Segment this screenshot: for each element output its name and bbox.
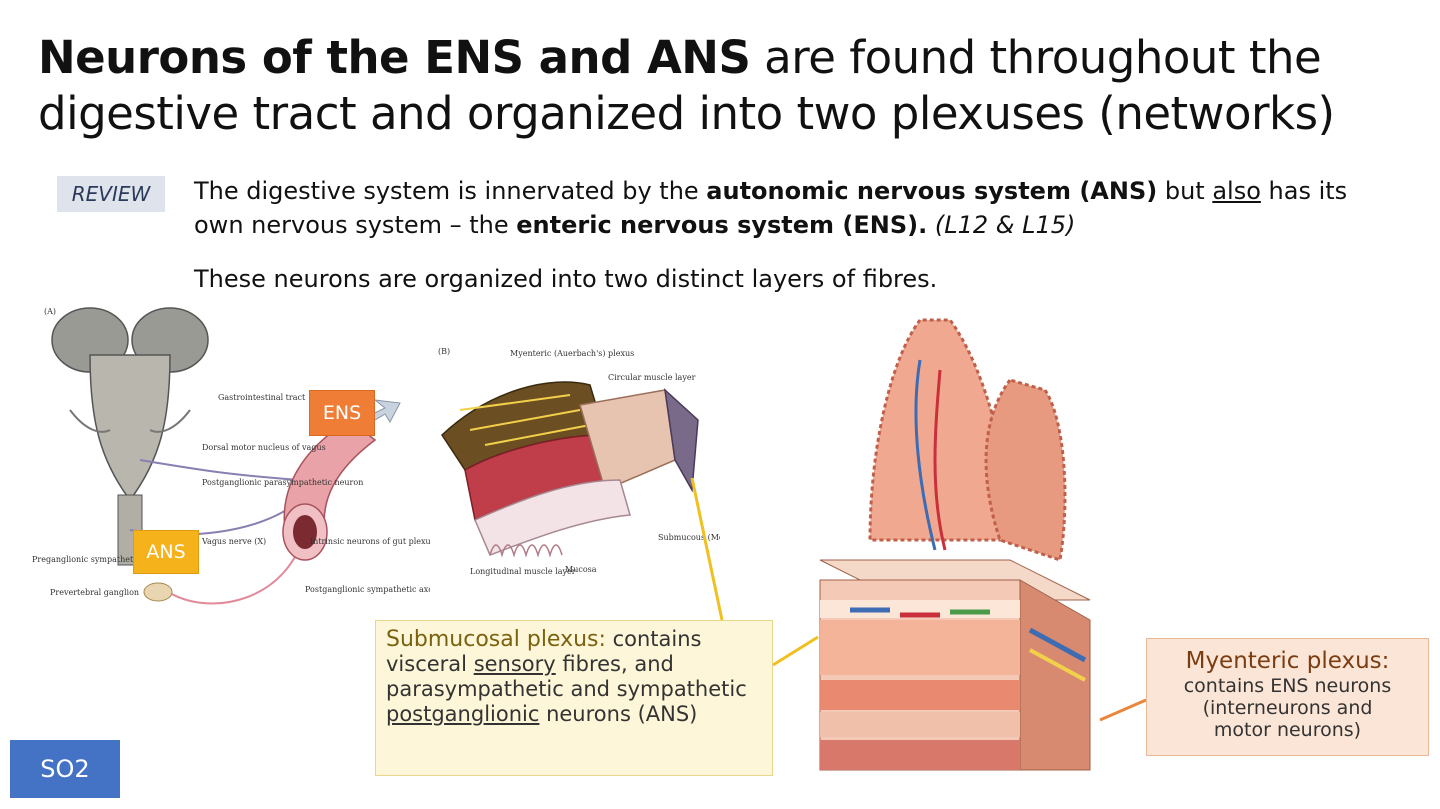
- figure-a-panel-label: (A): [44, 307, 56, 316]
- submucosal-postganglionic: postganglionic: [386, 702, 540, 726]
- figure-c-villus-cross-section: [819, 318, 1091, 771]
- submucosal-text-1: contains visceral: [386, 627, 702, 676]
- figure-b-gut-wall-layers: (B) Myenteric (Auerbach's) plexus Circul…: [438, 347, 720, 576]
- label-circular: Circular muscle layer: [608, 373, 696, 382]
- label-postganglionic-symp: Postganglionic sympathetic axon: [305, 585, 430, 594]
- label-mucosa: Mucosa: [565, 565, 597, 574]
- prevertebral-ganglion: [143, 582, 173, 602]
- para1-ans-term: autonomic nervous system (ANS): [706, 177, 1158, 205]
- submucosal-sensory: sensory: [473, 652, 556, 676]
- villus-left: [868, 318, 1012, 542]
- ans-label: ANS: [133, 530, 199, 574]
- layers-paragraph: These neurons are organized into two dis…: [194, 265, 938, 293]
- figure-b-panel-label: (B): [438, 347, 450, 356]
- para1-lecture-ref: (L12 & L15): [927, 211, 1076, 239]
- brainstem: [89, 354, 171, 502]
- myenteric-line-2: (interneurons and: [1202, 697, 1373, 719]
- myenteric-plexus-callout: Myenteric plexus: contains ENS neurons (…: [1146, 638, 1429, 756]
- figure-a-innervation-diagram: (A) Gastrointestinal tract Dorsal motor …: [32, 307, 430, 605]
- title-rest: are found throughout the digestive tract…: [38, 31, 1335, 140]
- para1-text-2: but: [1157, 177, 1213, 205]
- label-preganglionic-symp: Preganglionic sympathetic axon: [32, 555, 162, 564]
- myenteric-plexus-fibres: [459, 394, 591, 446]
- submucosal-text-3: neurons (ANS): [539, 702, 698, 726]
- myenteric-line-3: motor neurons): [1213, 719, 1362, 741]
- label-gi-tract: Gastrointestinal tract: [218, 393, 306, 402]
- label-postganglionic-para: Postganglionic parasympathetic neuron: [202, 478, 363, 487]
- para1-also: also: [1212, 177, 1261, 205]
- intro-paragraph: The digestive system is innervated by th…: [194, 174, 1374, 242]
- myenteric-head: Myenteric plexus:: [1185, 648, 1390, 674]
- review-tag: REVIEW: [57, 176, 165, 212]
- label-submucous: Submucous (Meissner's) plexus: [658, 533, 720, 542]
- title-bold: Neurons of the ENS and ANS: [38, 31, 751, 84]
- label-myenteric: Myenteric (Auerbach's) plexus: [510, 349, 634, 358]
- label-vagus: Vagus nerve (X): [201, 537, 266, 546]
- para1-ens-term: enteric nervous system (ENS).: [516, 211, 928, 239]
- submucosal-plexus-callout: Submucosal plexus: contains visceral sen…: [375, 620, 773, 776]
- so2-badge: SO2: [10, 740, 120, 798]
- slide-title: Neurons of the ENS and ANS are found thr…: [38, 30, 1418, 142]
- submucosal-text-2: fibres, and parasympathetic and sympathe…: [386, 652, 747, 701]
- label-intrinsic: Intrinsic neurons of gut plexuses: [310, 537, 430, 546]
- mucosa: [474, 479, 631, 556]
- label-longitudinal: Longitudinal muscle layer: [470, 567, 576, 576]
- villus-right: [984, 378, 1067, 562]
- para1-text-3: has its own nervous system – the: [194, 177, 1348, 239]
- submucosal-head: Submucosal plexus:: [386, 627, 606, 652]
- ens-label: ENS: [309, 390, 375, 436]
- myenteric-line-1: contains ENS neurons: [1183, 675, 1392, 697]
- para1-text-1: The digestive system is innervated by th…: [194, 177, 707, 205]
- label-dorsal-motor: Dorsal motor nucleus of vagus: [202, 443, 326, 452]
- label-prevertebral: Prevertebral ganglion: [50, 588, 139, 597]
- dorsal-motor-nerve: [139, 459, 301, 481]
